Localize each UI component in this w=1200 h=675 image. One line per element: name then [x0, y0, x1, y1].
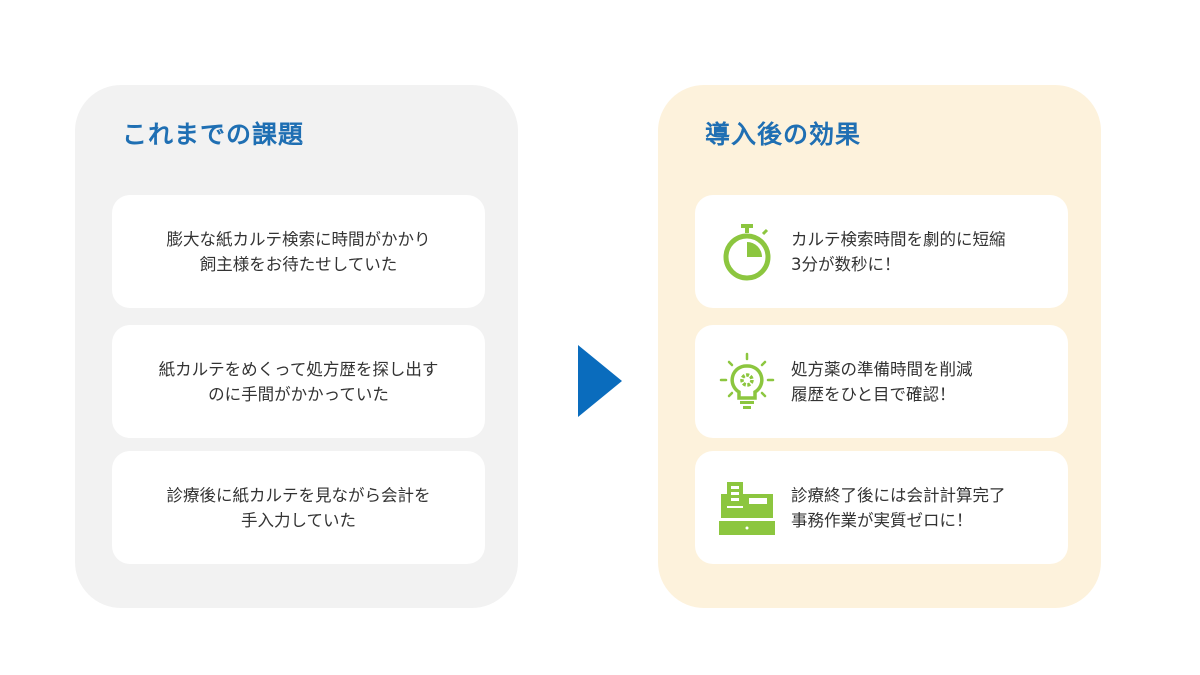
after-title: 導入後の効果 [705, 120, 862, 149]
issue-line: 紙カルテをめくって処方歴を探し出す [158, 359, 439, 379]
effect-line: 事務作業が実質ゼロに！ [791, 510, 973, 530]
issue-line: 手入力していた [240, 510, 356, 530]
before-title: これまでの課題 [122, 120, 305, 149]
effect-line: 3分が数秒に！ [791, 254, 901, 274]
lightbulb-gear-icon [719, 352, 775, 409]
effect-line: 診療終了後には会計計算完了 [791, 485, 1006, 505]
issue-card: 診療後に紙カルテを見ながら会計を手入力していた [112, 451, 485, 564]
effect-line: 処方薬の準備時間を削減 [791, 359, 973, 379]
issue-card: 膨大な紙カルテ検索に時間がかかり飼主様をお待たせしていた [112, 195, 485, 308]
issue-line: のに手間がかかっていた [208, 384, 389, 404]
issue-line: 診療後に紙カルテを見ながら会計を [166, 485, 431, 505]
issue-line: 膨大な紙カルテ検索に時間がかかり [166, 229, 431, 249]
effect-card: カルテ検索時間を劇的に短縮 3分が数秒に！ [695, 195, 1068, 308]
arrow-right-icon [578, 345, 622, 417]
cash-register-icon [719, 481, 775, 535]
effect-card: 診療終了後には会計計算完了事務作業が実質ゼロに！ [695, 451, 1068, 564]
before-panel: これまでの課題 膨大な紙カルテ検索に時間がかかり飼主様をお待たせしていた 紙カル… [75, 85, 518, 608]
stopwatch-icon [723, 223, 771, 280]
after-panel: 導入後の効果 カルテ検索時間を劇的に短縮 3分が数秒に！ 処方薬の準備時間を削減履… [658, 85, 1101, 608]
issue-line: 飼主様をお待たせしていた [199, 254, 398, 274]
issue-card: 紙カルテをめくって処方歴を探し出すのに手間がかかっていた [112, 325, 485, 438]
effect-line: カルテ検索時間を劇的に短縮 [791, 229, 1006, 249]
effect-line: 履歴をひと目で確認！ [791, 384, 956, 404]
effect-card: 処方薬の準備時間を削減履歴をひと目で確認！ [695, 325, 1068, 438]
